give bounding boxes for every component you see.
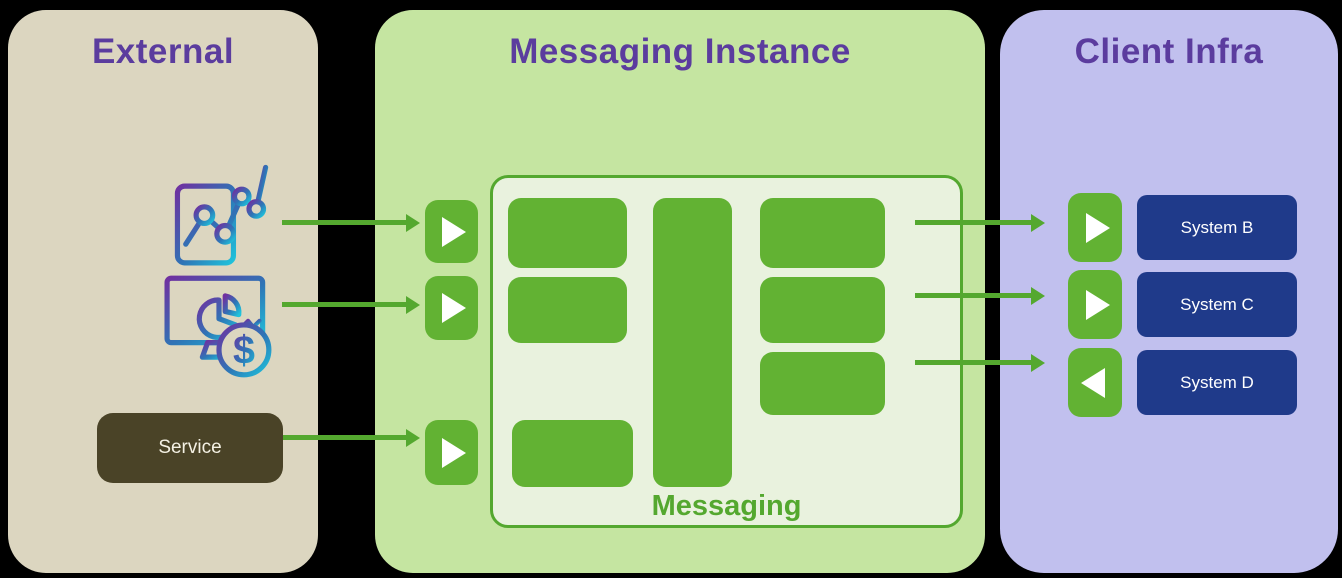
system-c-label: System C <box>1180 294 1254 314</box>
messaging-bus-block <box>653 198 732 487</box>
arrow-external-to-messaging-2 <box>282 295 420 314</box>
play-right-icon <box>1085 289 1110 320</box>
system-b-label: System B <box>1180 217 1254 237</box>
messaging-block <box>760 352 885 415</box>
client-connector-system-b <box>1068 193 1122 262</box>
inbound-connector-1 <box>425 200 478 263</box>
mobile-analytics-icon <box>174 161 269 266</box>
client-connector-system-d <box>1068 348 1122 417</box>
messaging-block <box>760 198 885 268</box>
play-left-icon <box>1080 367 1105 398</box>
client-connector-system-c <box>1068 270 1122 339</box>
client-infra-title: Client Infra <box>1074 32 1264 71</box>
arrow-messaging-to-system-d <box>915 353 1045 372</box>
finance-dashboard-icon: $ <box>164 275 272 378</box>
play-right-icon <box>442 293 466 323</box>
external-panel-title: External <box>91 32 235 71</box>
system-d-label: System D <box>1180 372 1254 392</box>
system-c-box: System C <box>1137 272 1297 337</box>
play-right-icon <box>1085 212 1110 243</box>
messaging-block <box>512 420 633 487</box>
messaging-block <box>508 277 627 343</box>
messaging-block <box>508 198 627 268</box>
service-box-label: Service <box>158 437 222 458</box>
messaging-block <box>760 277 885 343</box>
arrow-messaging-to-system-c <box>915 286 1045 305</box>
system-b-box: System B <box>1137 195 1297 260</box>
messaging-box-label: Messaging <box>651 490 802 522</box>
inbound-connector-2 <box>425 276 478 340</box>
system-d-box: System D <box>1137 350 1297 415</box>
service-box: Service <box>97 413 283 483</box>
arrow-messaging-to-system-b <box>915 213 1045 232</box>
play-right-icon <box>442 437 466 468</box>
play-right-icon <box>442 216 466 247</box>
arrow-external-to-messaging-1 <box>282 213 420 232</box>
messaging-instance-title: Messaging Instance <box>509 32 851 71</box>
inbound-connector-3 <box>425 420 478 485</box>
arrow-service-to-messaging <box>283 428 420 447</box>
svg-text:$: $ <box>233 328 255 372</box>
